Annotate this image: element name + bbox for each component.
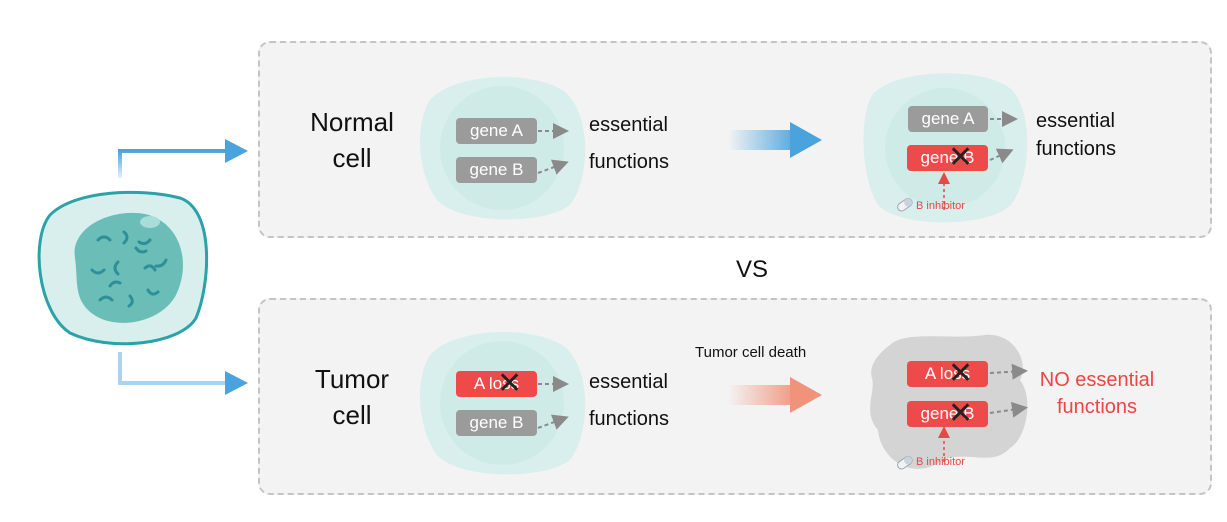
b-inhibitor-label: B inhibitor (916, 456, 965, 468)
no-essential-functions-text: NO essential functions (1039, 369, 1155, 418)
source-cell-icon (37, 190, 209, 346)
pill-icon (897, 455, 913, 470)
transition-arrow-blue (728, 122, 822, 158)
vs-label: VS (736, 256, 769, 283)
tumor-cell-death-caption: Tumor cell death (695, 344, 807, 361)
gene-b-inhibited-box: gene B (907, 145, 988, 171)
normal-cell-label: Normal cell (310, 107, 394, 173)
transition-arrow-orange (728, 377, 822, 413)
essential-functions-text: essential functions (1036, 110, 1117, 160)
block-x-icon: ✕ (948, 141, 974, 174)
gene-b-box: gene B (456, 410, 537, 436)
block-x-icon: ✕ (948, 357, 974, 390)
essential-functions-text: essential functions (589, 371, 670, 430)
block-x-icon: ✕ (948, 397, 974, 430)
gene-b-inhibited-box: gene B (907, 401, 988, 427)
tumor-cell-label: Tumor cell (314, 364, 390, 430)
essential-functions-text: essential functions (589, 114, 670, 173)
a-loss-box: A loss (907, 361, 988, 387)
a-loss-box: A loss (456, 371, 537, 397)
b-inhibitor-label: B inhibitor (916, 200, 965, 212)
block-x-icon: ✕ (497, 367, 523, 400)
pill-icon (897, 197, 913, 212)
gene-a-box: gene A (908, 106, 988, 132)
gene-a-box: gene A (456, 118, 537, 144)
gene-b-box: gene B (456, 157, 537, 183)
